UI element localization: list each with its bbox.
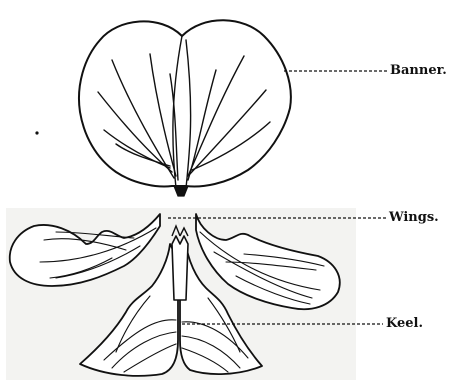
- wings-label: Wings.: [389, 211, 439, 224]
- banner-label: Banner.: [390, 64, 447, 77]
- staminal-column: [172, 236, 188, 300]
- banner-petal: [79, 20, 291, 186]
- banner-base: [174, 186, 188, 196]
- stray-dot: [35, 131, 38, 134]
- keel-label: Keel.: [386, 317, 423, 330]
